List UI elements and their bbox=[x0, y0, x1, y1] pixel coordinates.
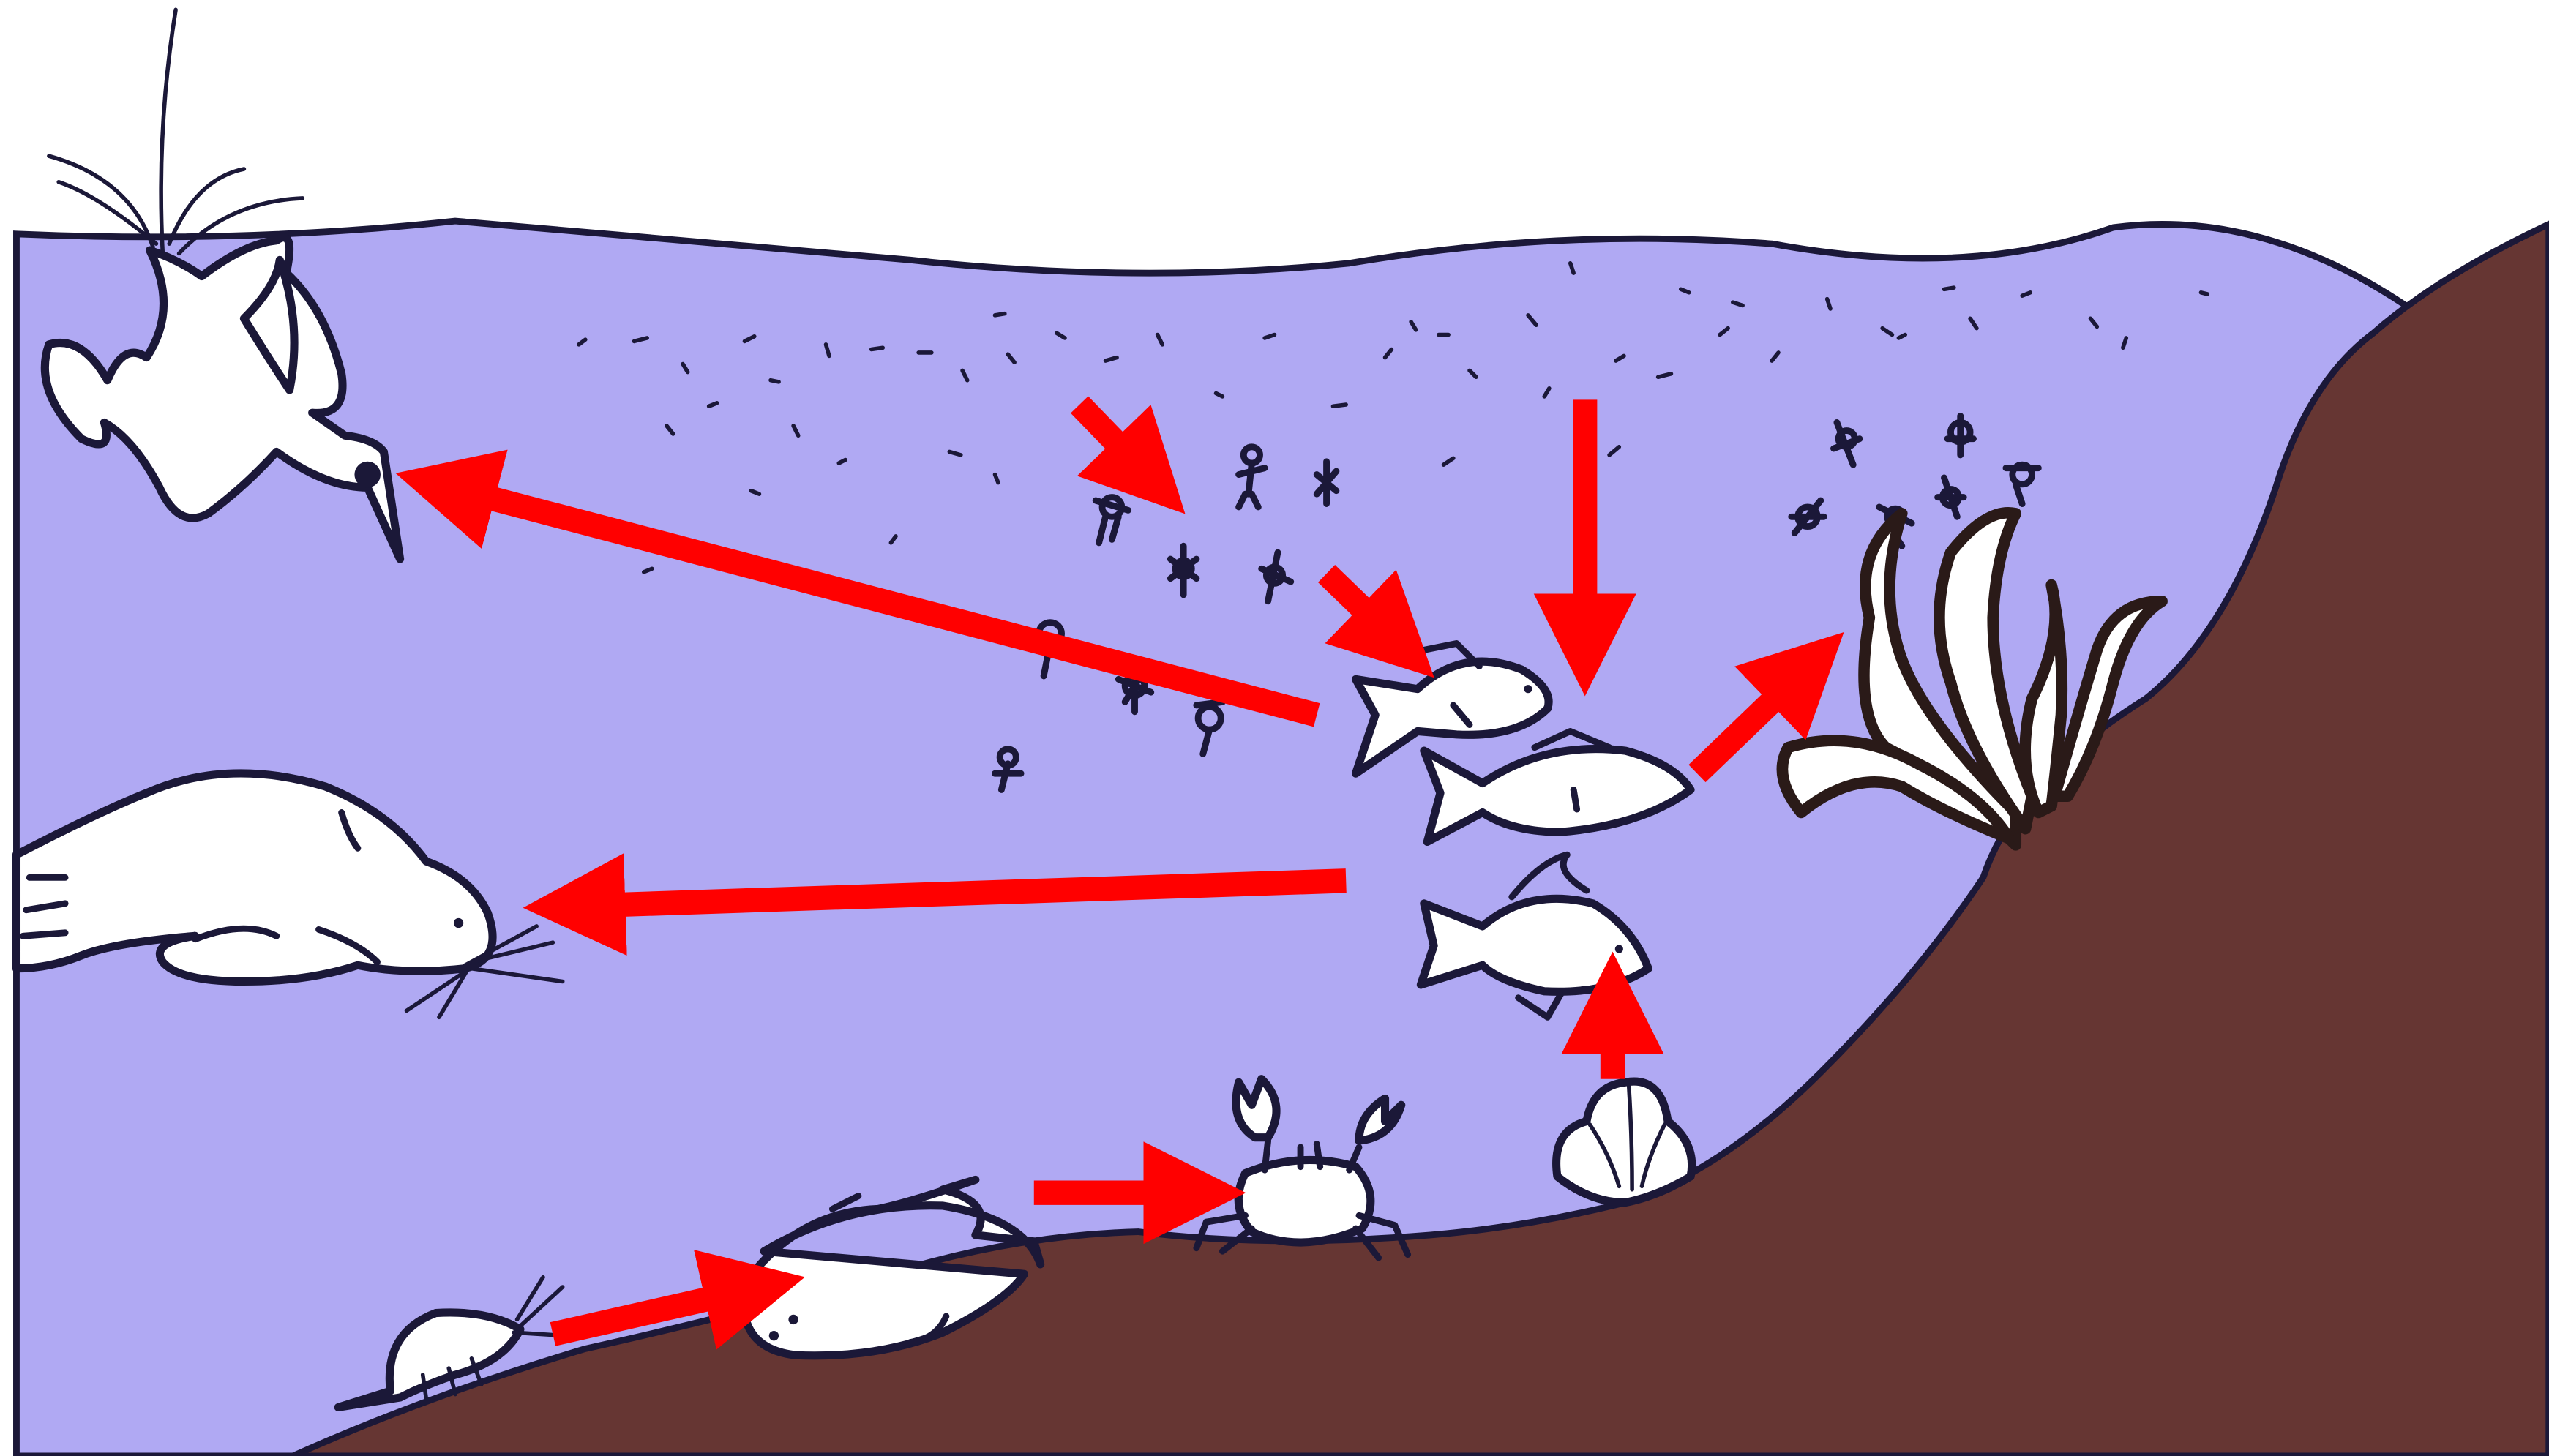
seabird-eye bbox=[354, 462, 381, 488]
seal-eye bbox=[454, 918, 463, 928]
